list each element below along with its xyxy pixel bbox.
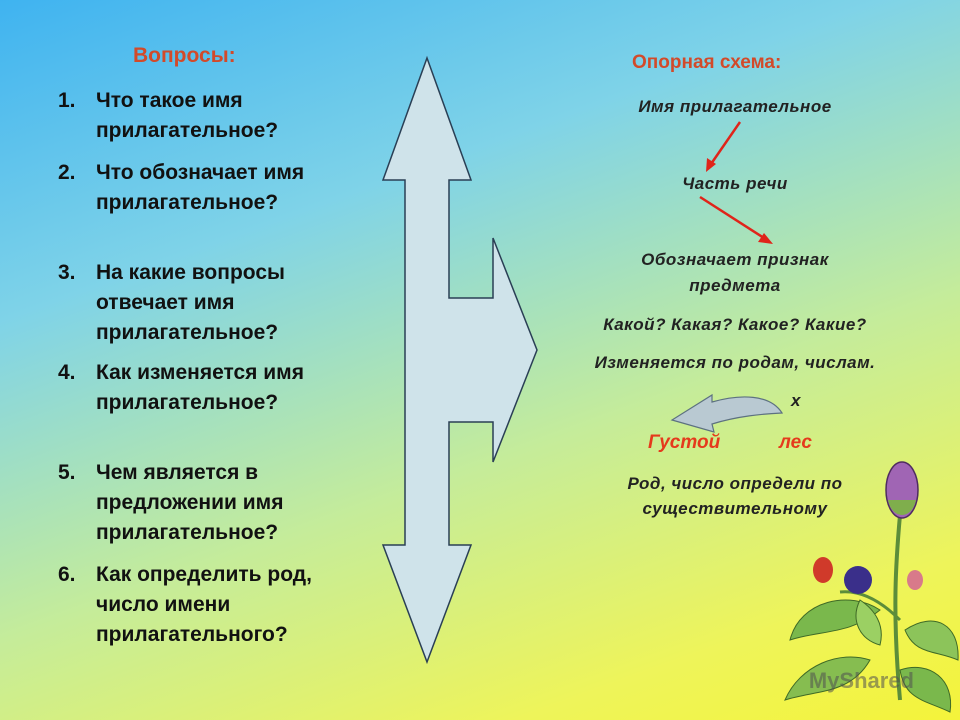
question-text: На какие вопросы отвечает имя прилагател…: [96, 261, 285, 344]
curved-arrow-icon: [670, 393, 784, 433]
question-text: Что такое имя прилагательное?: [96, 89, 279, 142]
scheme-line-part-of-speech: Часть речи: [682, 174, 788, 193]
big-arrow-shape: [381, 55, 538, 665]
scheme-line-rule-2: существительному: [642, 499, 828, 518]
scheme-line-meaning-1: Обозначает признак: [641, 250, 829, 269]
scheme-line-rule-1: Род, число определи по: [627, 474, 843, 493]
flower-icon: [784, 461, 959, 713]
question-text: Чем является в предложении имя прилагате…: [96, 461, 284, 544]
scheme-line-meaning-2: предмета: [689, 276, 781, 295]
red-arrowhead-1: [706, 158, 716, 172]
question-number: 1.: [58, 89, 76, 112]
question-number: 2.: [58, 161, 76, 184]
questions-title: Вопросы:: [133, 44, 236, 67]
question-number: 5.: [58, 461, 76, 484]
red-arrow-1: [709, 121, 742, 165]
scheme-line-questions: Какой? Какая? Какое? Какие?: [603, 315, 867, 334]
scheme-title: Опорная схема:: [632, 52, 782, 73]
question-number: 4.: [58, 361, 76, 384]
question-text: Как изменяется имя прилагательное?: [96, 361, 304, 414]
red-arrowhead-2: [758, 233, 773, 244]
question-text: Что обозначает имя прилагательное?: [96, 161, 305, 214]
question-number: 6.: [58, 563, 76, 586]
scheme-line-changes: Изменяется по родам, числам.: [594, 353, 876, 372]
scheme-line-adjective: Имя прилагательное: [638, 97, 832, 116]
question-text: Как определить род, число имени прилагат…: [96, 563, 312, 646]
example-noun: лес: [779, 432, 812, 453]
red-arrow-2: [699, 195, 765, 240]
question-number: 3.: [58, 261, 76, 284]
scheme-mark: x: [791, 391, 801, 410]
example-adjective: Густой: [648, 432, 721, 453]
watermark: MyShared: [808, 668, 914, 693]
